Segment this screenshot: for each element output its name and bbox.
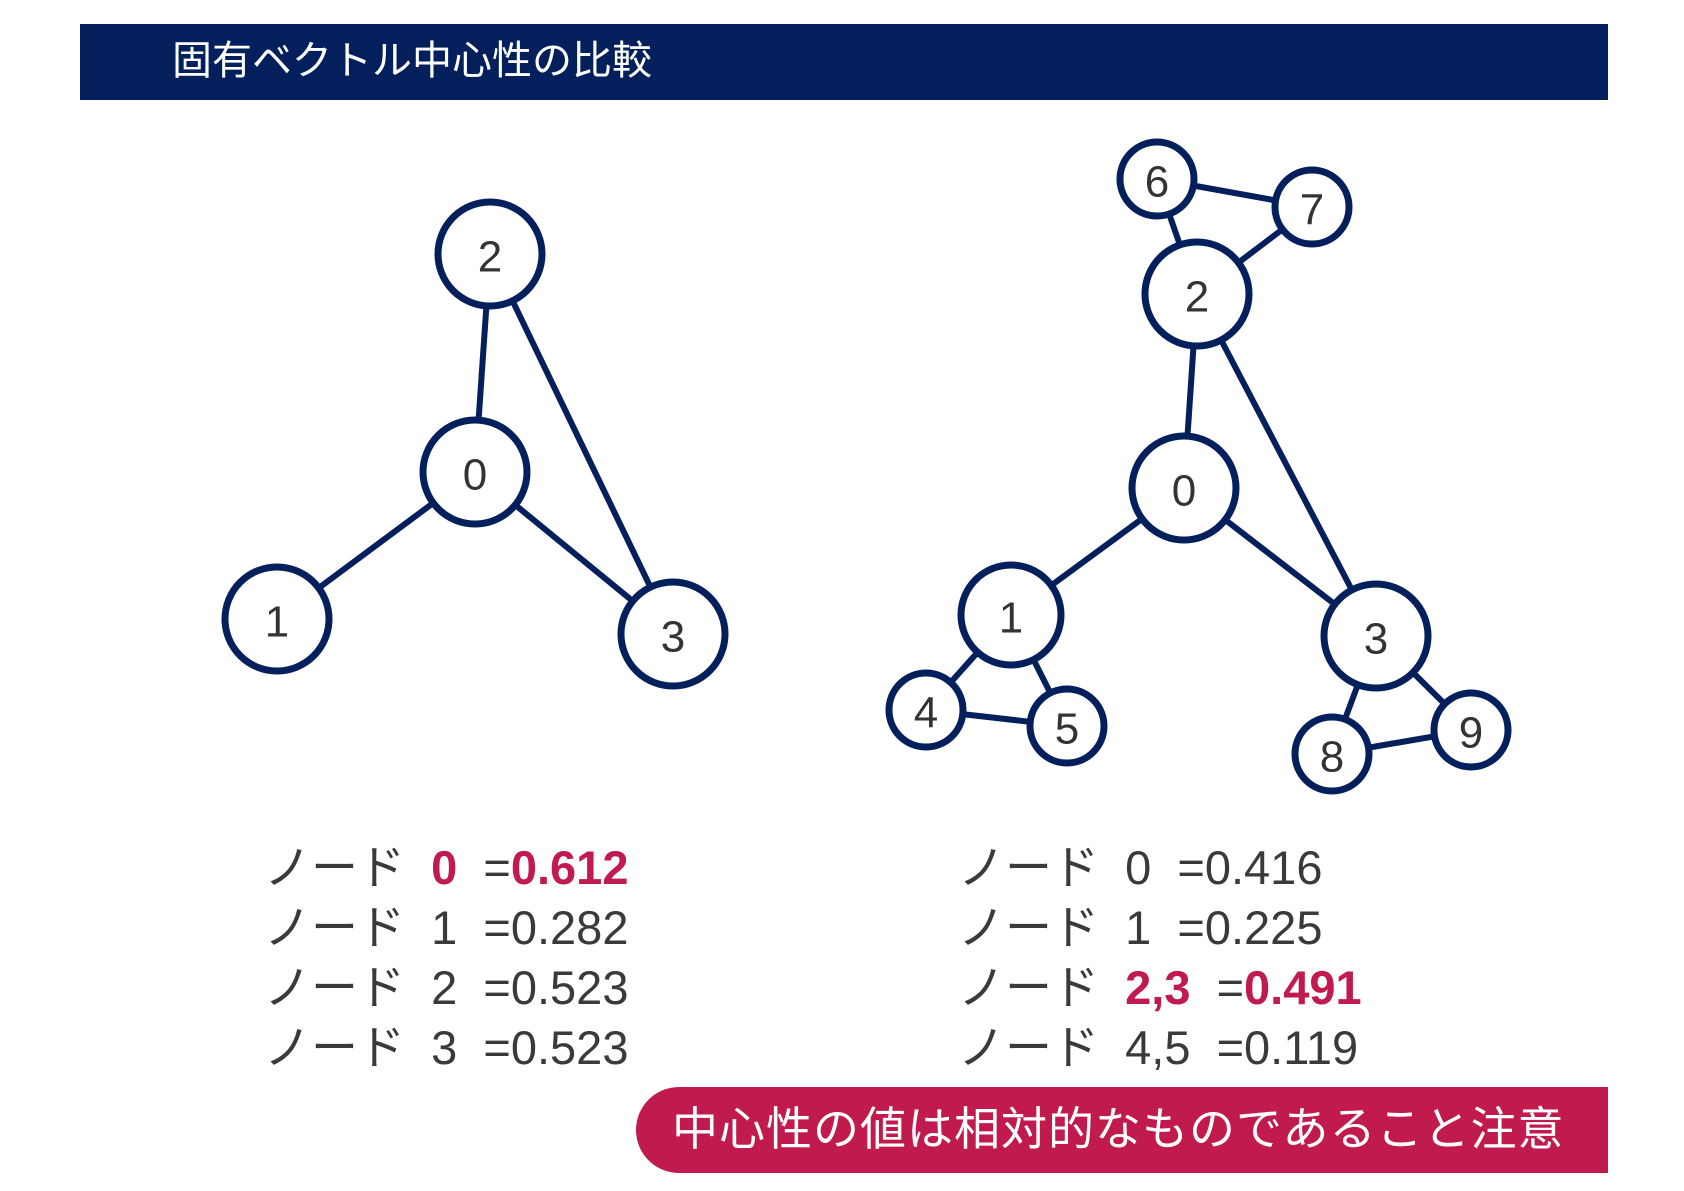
- value-row: ノード 2 =0.523: [264, 958, 628, 1018]
- value-number: 0.416: [1204, 841, 1323, 894]
- node-left-2-circle: [434, 198, 546, 310]
- node-right-5: 5: [1026, 685, 1108, 767]
- node-right-4: 4: [885, 669, 967, 751]
- node-right-8-label: 8: [1320, 733, 1344, 782]
- value-row: ノード 1 =0.225: [958, 898, 1362, 958]
- value-number: 0.225: [1204, 901, 1323, 954]
- value-equals: =: [483, 901, 511, 954]
- title-bar: 固有ベクトル中心性の比較: [80, 24, 1608, 100]
- node-right-7: 7: [1271, 166, 1353, 248]
- node-right-8: 8: [1291, 713, 1373, 795]
- value-equals: =: [483, 961, 511, 1014]
- value-node-id: 2: [431, 961, 458, 1014]
- value-node-id: 3: [431, 1021, 458, 1074]
- value-prefix: ノード: [264, 961, 405, 1014]
- node-left-3-circle: [617, 578, 729, 690]
- node-left-3: 3: [617, 578, 729, 690]
- node-left-0-label: 0: [463, 451, 487, 500]
- node-right-0: 0: [1128, 432, 1240, 544]
- value-number: 0.523: [510, 961, 629, 1014]
- node-right-3-label: 3: [1364, 615, 1388, 664]
- node-right-3: 3: [1320, 580, 1432, 692]
- node-right-2-label: 2: [1185, 273, 1209, 322]
- value-prefix: ノード: [264, 1021, 405, 1074]
- value-row: ノード 3 =0.523: [264, 1018, 628, 1078]
- node-right-3-circle: [1320, 580, 1432, 692]
- node-right-0-circle: [1128, 432, 1240, 544]
- page-title: 固有ベクトル中心性の比較: [172, 38, 652, 84]
- value-prefix: ノード: [264, 901, 405, 954]
- node-right-1: 1: [957, 561, 1065, 669]
- value-row: ノード 2,3 =0.491: [958, 958, 1362, 1018]
- value-number: 0.612: [510, 841, 629, 894]
- edge-right-2-3: [1194, 291, 1379, 639]
- value-equals: =: [483, 841, 511, 894]
- node-left-3-label: 3: [661, 613, 685, 662]
- node-left-1-label: 1: [265, 598, 289, 647]
- node-right-4-circle: [885, 669, 967, 751]
- value-equals: =: [483, 1021, 511, 1074]
- node-right-9-circle: [1430, 689, 1512, 771]
- value-number: 0.491: [1244, 961, 1362, 1014]
- node-right-8-circle: [1291, 713, 1373, 795]
- node-right-5-label: 5: [1055, 705, 1079, 754]
- value-prefix: ノード: [958, 1021, 1099, 1074]
- graph-left: 0 1 2 3: [221, 198, 729, 690]
- node-right-9: 9: [1430, 689, 1512, 771]
- node-right-1-circle: [957, 561, 1065, 669]
- node-right-4-label: 4: [914, 689, 938, 738]
- node-left-2: 2: [434, 198, 546, 310]
- value-equals: =: [1216, 961, 1245, 1014]
- note-banner: 中心性の値は相対的なものであること注意: [636, 1087, 1608, 1173]
- value-node-id: 1: [431, 901, 458, 954]
- node-right-2-circle: [1141, 238, 1253, 350]
- value-prefix: ノード: [958, 961, 1099, 1014]
- value-row: ノード 0 =0.416: [958, 838, 1362, 898]
- node-left-1: 1: [221, 563, 333, 675]
- value-number: 0.523: [510, 1021, 629, 1074]
- value-node-id: 4,5: [1125, 1021, 1191, 1074]
- value-prefix: ノード: [958, 901, 1099, 954]
- node-right-2: 2: [1141, 238, 1253, 350]
- node-left-0-circle: [419, 416, 531, 528]
- value-equals: =: [1177, 841, 1205, 894]
- node-right-1-label: 1: [999, 594, 1023, 643]
- node-left-0: 0: [419, 416, 531, 528]
- value-prefix: ノード: [264, 841, 405, 894]
- graph-right: 0 1 2 3 4 5 6 7 8 9: [885, 138, 1512, 795]
- node-left-2-label: 2: [478, 233, 502, 282]
- node-right-0-label: 0: [1172, 467, 1196, 516]
- edge-left-2-3: [487, 251, 676, 637]
- value-row: ノード 0 =0.612: [264, 838, 628, 898]
- value-node-id: 2,3: [1125, 961, 1191, 1014]
- value-equals: =: [1216, 1021, 1245, 1074]
- value-number: 0.282: [510, 901, 629, 954]
- value-row: ノード 1 =0.282: [264, 898, 628, 958]
- node-right-7-circle: [1271, 166, 1353, 248]
- node-left-1-circle: [221, 563, 333, 675]
- value-node-id: 0: [431, 841, 458, 894]
- node-right-9-label: 9: [1459, 709, 1483, 758]
- value-number: 0.119: [1244, 1021, 1359, 1074]
- value-row: ノード 4,5 =0.119: [958, 1018, 1362, 1078]
- value-prefix: ノード: [958, 841, 1099, 894]
- value-equals: =: [1177, 901, 1205, 954]
- node-right-6: 6: [1116, 138, 1198, 220]
- value-node-id: 1: [1125, 901, 1152, 954]
- node-right-6-circle: [1116, 138, 1198, 220]
- value-node-id: 0: [1125, 841, 1152, 894]
- note-text: 中心性の値は相対的なものであること注意: [672, 1102, 1565, 1156]
- node-right-7-label: 7: [1300, 186, 1324, 235]
- node-right-5-circle: [1026, 685, 1108, 767]
- node-right-6-label: 6: [1145, 158, 1169, 207]
